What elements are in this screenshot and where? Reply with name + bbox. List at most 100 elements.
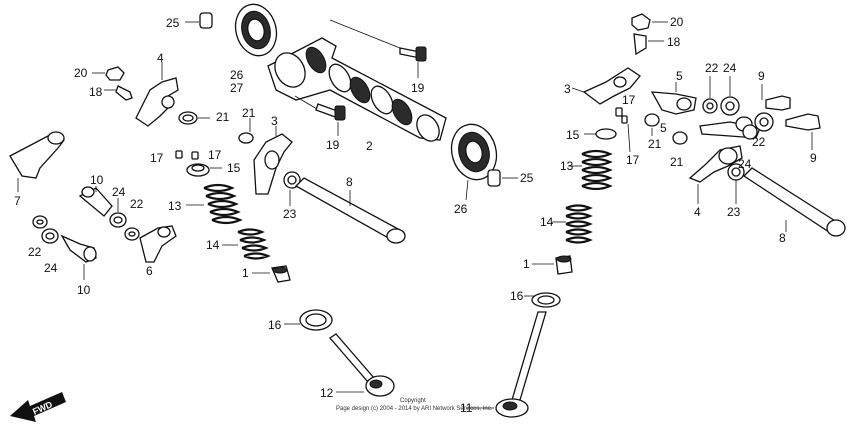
- adjust-screw-18-right: [633, 33, 664, 56]
- fwd-label: FWD: [31, 399, 54, 417]
- washer-23-left: [283, 171, 301, 206]
- callout-24-left: 24: [112, 185, 126, 199]
- nut-20-right: [631, 13, 668, 31]
- washer-22-b: [32, 215, 48, 229]
- callout-24-right: 24: [723, 61, 737, 75]
- spring-13-right: [568, 149, 613, 191]
- callout-6: 6: [146, 264, 153, 278]
- callout-23-right: 23: [727, 205, 741, 219]
- washer-21-c: [672, 131, 688, 145]
- callout-18-right: 18: [667, 35, 681, 49]
- washer-21-b: [238, 118, 254, 144]
- washer-22-left: [124, 227, 140, 241]
- callout-24-right-b: 24: [738, 157, 752, 171]
- callout-22-right-b: 22: [752, 135, 766, 149]
- callout-3-right: 3: [564, 82, 571, 96]
- callout-26-left: 26: [230, 68, 244, 82]
- washer-21-a: [178, 111, 210, 125]
- callout-25-left: 25: [166, 16, 180, 30]
- callout-27: 27: [230, 81, 244, 95]
- callout-2: 2: [366, 139, 373, 153]
- pins-17-right: [615, 107, 631, 153]
- copyright-line-1: Copyright: [400, 398, 426, 404]
- washer-22-right-b: [742, 124, 758, 140]
- retainer-15-left: [186, 163, 222, 177]
- callout-21-c: 21: [670, 155, 684, 169]
- washer-24-left: [109, 198, 127, 228]
- callout-26-right: 26: [454, 202, 468, 216]
- spring-14-left: [222, 228, 271, 260]
- dowel-pin-25-right: [487, 169, 518, 187]
- callout-22-right: 22: [705, 61, 719, 75]
- callout-17-d: 17: [626, 153, 640, 167]
- rocker-shaft-8-right: [742, 167, 846, 237]
- callout-12: 12: [320, 386, 334, 400]
- adjust-screw-18-left: [104, 85, 133, 101]
- spring-13-left: [186, 183, 243, 225]
- callout-17-a: 17: [150, 151, 164, 165]
- callout-17-c: 17: [622, 93, 636, 107]
- rocker-arm-3-right: [571, 67, 641, 105]
- callout-18-left: 18: [89, 85, 103, 99]
- callout-20-left: 20: [74, 66, 88, 80]
- washer-22-right: [702, 76, 718, 114]
- callout-22-left: 22: [130, 197, 144, 211]
- rocker-shaft-8-left: [294, 177, 406, 244]
- callout-22-b: 22: [28, 245, 42, 259]
- callout-16-right: 16: [510, 289, 524, 303]
- camshaft-2: [267, 19, 447, 142]
- callout-1-right: 1: [523, 257, 530, 271]
- shaft-10-upper: [78, 186, 113, 217]
- rocker-arm-4-right: [688, 145, 743, 204]
- retainer-15-right: [584, 128, 617, 140]
- bolt-19-top: [399, 46, 427, 78]
- callout-19-top: 19: [411, 81, 425, 95]
- seal-1-left: [252, 265, 291, 283]
- seal-1-right: [532, 255, 573, 275]
- washer-24-right: [720, 76, 740, 116]
- nut-20-left: [92, 66, 125, 81]
- callout-25-right: 25: [520, 171, 534, 185]
- callout-21-b: 21: [242, 106, 256, 120]
- callout-23-left: 23: [283, 207, 297, 221]
- rocker-arm-3-left: [253, 126, 293, 195]
- washer-23-right: [727, 163, 745, 204]
- seal-16-left: [284, 309, 333, 331]
- copyright-line-2: Page design (c) 2004 - 2014 by ARI Netwo…: [336, 406, 493, 412]
- callout-15-left: 15: [227, 161, 241, 175]
- rocker-arm-6: [139, 225, 177, 263]
- callout-15-right: 15: [566, 128, 580, 142]
- callout-10-top: 10: [90, 173, 104, 187]
- callout-14-right: 14: [540, 215, 554, 229]
- pin-9-bottom: [785, 113, 821, 150]
- callout-11: 11: [460, 401, 473, 415]
- spring-14-right: [552, 204, 593, 244]
- rocker-arm-5-a: [650, 82, 697, 115]
- washer-21-right: [644, 113, 660, 136]
- washer-24-b: [41, 228, 59, 244]
- callout-1-left: 1: [242, 266, 249, 280]
- valve-12: [329, 333, 395, 397]
- bolt-19-mid: [315, 103, 346, 136]
- callout-13-right: 13: [560, 159, 574, 173]
- callout-19-mid: 19: [326, 138, 340, 152]
- callout-21-a: 21: [216, 110, 230, 124]
- rocker-shaft-7: [9, 131, 65, 192]
- callout-5-b: 5: [660, 121, 667, 135]
- callout-7: 7: [14, 194, 21, 208]
- dowel-pin-25-left: [185, 12, 213, 29]
- callout-9-top: 9: [758, 69, 765, 83]
- callout-24-b: 24: [44, 261, 58, 275]
- callout-14-left: 14: [206, 238, 220, 252]
- callout-16-left: 16: [268, 318, 282, 332]
- bearing-26-27: [234, 3, 278, 57]
- callout-5-a: 5: [676, 69, 683, 83]
- callout-10-bot: 10: [77, 283, 91, 297]
- bearing-26-right: [450, 123, 498, 201]
- callout-3-left: 3: [271, 114, 278, 128]
- rocker-arm-4-left: [135, 62, 179, 127]
- callout-8-right: 8: [779, 231, 786, 245]
- washer-24-right-b: [754, 112, 774, 132]
